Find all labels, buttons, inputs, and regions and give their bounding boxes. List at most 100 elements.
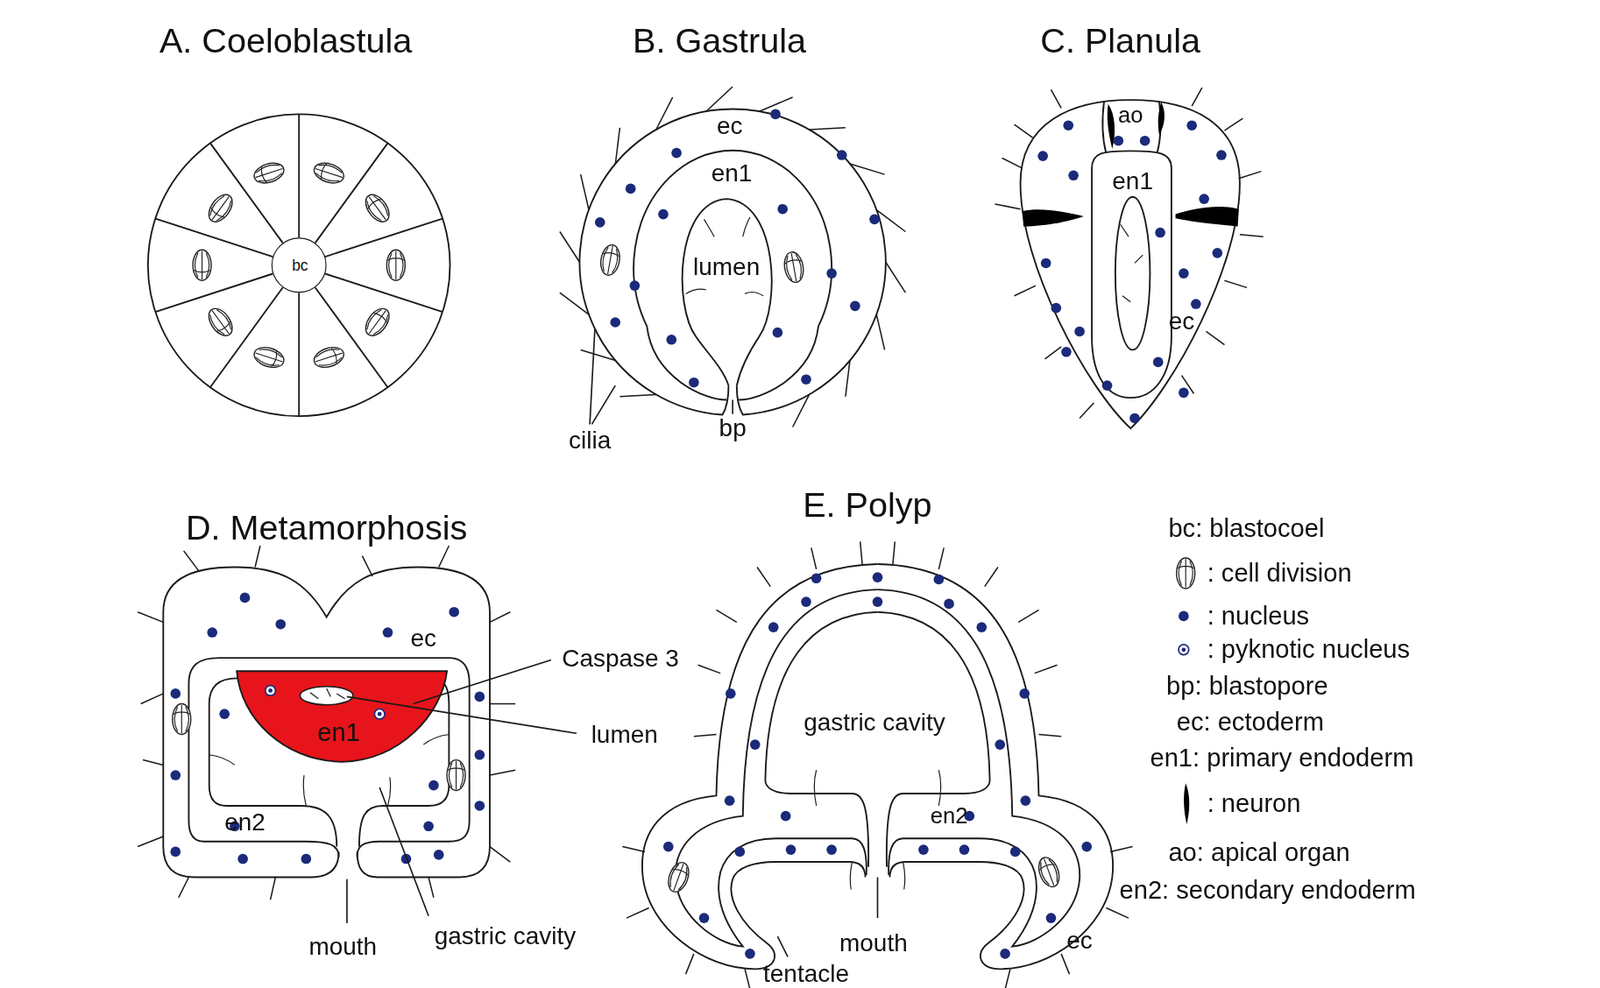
division-symbol	[204, 304, 237, 341]
nucleus	[1211, 247, 1223, 259]
nucleus	[1198, 193, 1210, 205]
blastocoel-circle: bc	[271, 237, 327, 293]
endoderm-outline	[1091, 150, 1172, 398]
nucleus	[1010, 847, 1021, 858]
nucleus	[785, 844, 797, 856]
cilium	[686, 954, 694, 975]
nucleus	[428, 780, 439, 792]
nucleus	[1050, 303, 1062, 314]
nucleus	[734, 847, 745, 858]
panel-title: C. Planula	[1040, 21, 1201, 61]
nucleus	[770, 109, 781, 121]
cilium	[254, 545, 261, 567]
cilium	[438, 545, 450, 567]
decorations	[137, 86, 1263, 988]
lumen-wall	[682, 198, 772, 386]
polyp-left	[642, 564, 878, 970]
cilium	[1079, 403, 1094, 418]
nucleus	[699, 913, 710, 924]
cilium	[1105, 907, 1129, 919]
legend-pyknotic-nucleus	[1178, 644, 1190, 656]
cell-wall	[315, 287, 389, 388]
nucleus	[474, 692, 486, 703]
nucleus	[609, 317, 621, 328]
cilium	[137, 836, 163, 848]
cilium	[811, 547, 817, 569]
nucleus	[750, 739, 761, 751]
division-symbol	[665, 860, 694, 896]
cilium	[1050, 89, 1062, 108]
nucleus	[1129, 413, 1140, 425]
nucleus	[872, 596, 884, 608]
inner-cilia	[310, 688, 346, 700]
nucleus	[301, 854, 312, 865]
nucleus	[800, 374, 812, 385]
cilium	[1191, 87, 1203, 107]
caspase-region	[236, 671, 447, 763]
legend-division-symbol	[1176, 558, 1196, 589]
nucleus	[1062, 120, 1074, 131]
legend-entry: en2: secondary endoderm	[1119, 877, 1416, 906]
leader-line	[731, 399, 734, 414]
nucleus	[658, 209, 669, 220]
legend-entry: : nucleus	[1207, 601, 1310, 631]
nucleus	[1074, 326, 1085, 338]
cilium	[1239, 234, 1264, 237]
cilium	[1005, 969, 1011, 988]
nucleus	[777, 204, 788, 215]
cilium	[845, 361, 850, 397]
nucleus	[1186, 120, 1197, 131]
inner-cilia	[1120, 224, 1144, 303]
cell-wall	[325, 219, 443, 258]
division-symbol	[1034, 855, 1063, 891]
cilium	[178, 877, 190, 899]
cilium	[1205, 331, 1225, 345]
nucleus	[1037, 150, 1048, 162]
nucleus	[1061, 346, 1072, 358]
lumen-outline	[1115, 197, 1151, 351]
legend-entry: : neuron	[1207, 790, 1302, 819]
neuron	[1175, 206, 1239, 227]
layer-label: en1	[1111, 168, 1154, 196]
layer-label: ec	[1066, 927, 1093, 955]
nucleus	[780, 811, 792, 822]
cell-wall	[155, 219, 273, 258]
dividing-cells	[172, 159, 1063, 895]
cell-wall	[155, 273, 273, 312]
cilium	[938, 547, 944, 569]
division-symbol	[204, 190, 237, 227]
cell-walls	[155, 113, 443, 417]
leader-line	[379, 787, 429, 917]
nucleus	[826, 268, 837, 279]
nucleus	[1102, 380, 1113, 391]
cilium	[559, 232, 581, 263]
apical-organ-wall	[1103, 100, 1162, 153]
legend-entry: ao: apical organ	[1168, 839, 1350, 868]
callout-label: bp	[719, 415, 747, 443]
cilium	[142, 760, 163, 766]
cilium	[1238, 171, 1262, 179]
nuclei	[169, 109, 1226, 960]
cilium	[489, 847, 510, 863]
legend-entry: : pyknotic nucleus	[1207, 636, 1410, 665]
legend-entry: : cell division	[1207, 559, 1353, 588]
organ-label: ao	[1118, 103, 1144, 128]
cell-wall	[315, 142, 389, 243]
neuron	[1022, 209, 1084, 227]
cilium	[744, 969, 751, 988]
cilium	[141, 693, 164, 705]
division-symbol	[192, 249, 212, 281]
nucleus	[725, 688, 737, 700]
gastrula-outline	[579, 109, 885, 416]
cilium	[1014, 124, 1034, 138]
cilium	[1034, 665, 1058, 673]
nucleus	[1139, 135, 1151, 147]
nucleus	[401, 854, 412, 865]
nucleus	[1068, 169, 1079, 181]
cilium	[656, 97, 673, 130]
division-symbol	[311, 344, 347, 372]
division-symbol	[386, 249, 405, 281]
leader-line	[591, 385, 616, 425]
nucleus	[665, 334, 677, 346]
nucleus	[1046, 913, 1057, 924]
